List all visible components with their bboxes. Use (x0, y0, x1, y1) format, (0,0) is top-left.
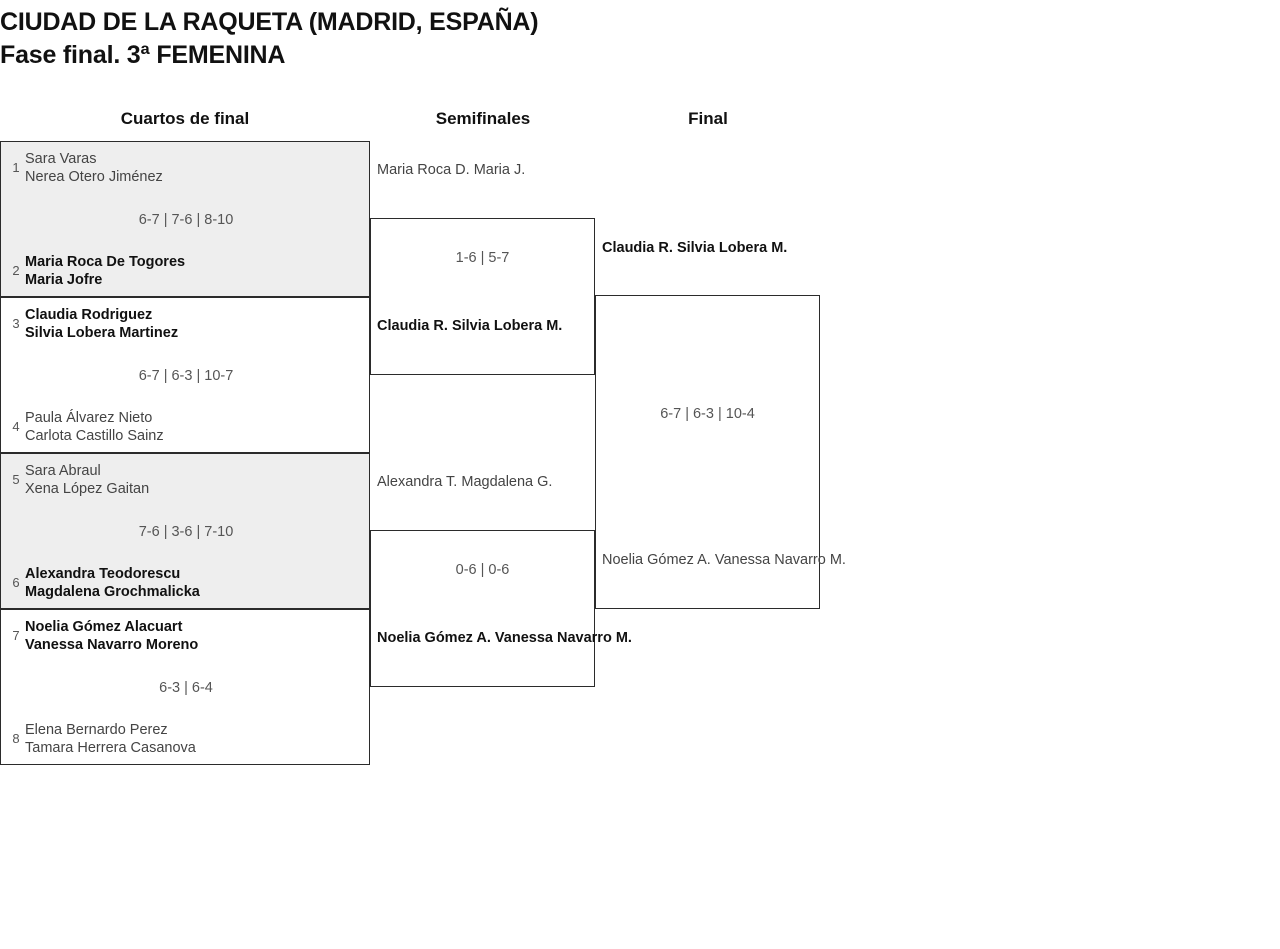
qf2-team-top[interactable]: 3 Claudia Rodriguez Silvia Lobera Martin… (1, 306, 371, 342)
qf2-top-player1: Claudia Rodriguez (25, 307, 153, 323)
qf3-top-player2: Xena López Gaitan (25, 481, 150, 497)
qf4-team-bottom[interactable]: 8 Elena Bernardo Perez Tamara Herrera Ca… (1, 721, 371, 757)
match-quarterfinal-2[interactable]: 3 Claudia Rodriguez Silvia Lobera Martin… (0, 297, 370, 453)
qf2-seed-top: 3 (12, 316, 20, 331)
qf4-top-player1: Noelia Gómez Alacuart (25, 619, 183, 635)
final-team-bottom[interactable]: Noelia Gómez A. Vanessa Navarro M. (602, 551, 846, 569)
qf2-team-bottom[interactable]: 4 Paula Álvarez Nieto Carlota Castillo S… (1, 409, 371, 445)
qf3-seed-top: 5 (12, 472, 20, 487)
sf1-bottom-player1: Claudia R. (377, 318, 448, 334)
tournament-phase: Fase final. 3ª FEMENINA (0, 41, 286, 69)
match-quarterfinal-1[interactable]: 1 Sara Varas Nerea Otero Jiménez 6-7 | 7… (0, 141, 370, 297)
sf1-top-player1: Maria Roca D. (377, 162, 470, 178)
qf2-score: 6-7 | 6-3 | 10-7 (138, 368, 234, 384)
sf2-top-player2: Magdalena G. (461, 474, 553, 490)
final-top-player2: Silvia Lobera M. (676, 240, 788, 256)
sf1-team-top[interactable]: Maria Roca D. Maria J. (377, 161, 607, 179)
final-bottom-player2: Vanessa Navarro M. (714, 552, 846, 568)
match-semifinal-2[interactable] (370, 530, 595, 687)
round-header-semifinals: Semifinales (435, 109, 531, 128)
qf4-score: 6-3 | 6-4 (159, 680, 213, 696)
qf2-bottom-player1: Paula Álvarez Nieto (25, 410, 153, 426)
sf2-bottom-player2: Vanessa Navarro M. (494, 630, 632, 646)
tournament-name: CIUDAD DE LA RAQUETA (MADRID, ESPAÑA) (0, 8, 539, 36)
qf2-seed-bottom: 4 (12, 419, 20, 434)
qf1-seed-bottom: 2 (12, 263, 20, 278)
final-team-top[interactable]: Claudia R. Silvia Lobera M. (602, 239, 842, 257)
match-final[interactable] (595, 295, 820, 609)
qf4-seed-bottom: 8 (12, 731, 20, 746)
qf3-bottom-player2: Magdalena Grochmalicka (25, 584, 200, 600)
qf1-score: 6-7 | 7-6 | 8-10 (138, 212, 234, 228)
qf2-bottom-player2: Carlota Castillo Sainz (25, 428, 164, 444)
qf1-team-top[interactable]: 1 Sara Varas Nerea Otero Jiménez (1, 150, 371, 186)
final-score: 6-7 | 6-3 | 10-4 (660, 406, 755, 422)
sf2-team-bottom[interactable]: Noelia Gómez A. Vanessa Navarro M. (377, 629, 632, 647)
match-quarterfinal-4[interactable]: 7 Noelia Gómez Alacuart Vanessa Navarro … (0, 609, 370, 765)
sf2-score: 0-6 | 0-6 (455, 562, 510, 578)
match-semifinal-1[interactable] (370, 218, 595, 375)
round-header-quarterfinals: Cuartos de final (120, 109, 250, 128)
qf4-bottom-player1: Elena Bernardo Perez (25, 722, 168, 738)
sf1-top-player2: Maria J. (473, 162, 526, 178)
sf1-team-bottom[interactable]: Claudia R. Silvia Lobera M. (377, 317, 607, 335)
sf2-team-top[interactable]: Alexandra T. Magdalena G. (377, 473, 607, 491)
qf1-team-bottom[interactable]: 2 Maria Roca De Togores Maria Jofre (1, 253, 371, 289)
final-top-player1: Claudia R. (602, 240, 673, 256)
sf1-bottom-player2: Silvia Lobera M. (451, 318, 563, 334)
qf1-bottom-player1: Maria Roca De Togores (25, 254, 186, 270)
qf3-seed-bottom: 6 (12, 575, 20, 590)
page-title: CIUDAD DE LA RAQUETA (MADRID, ESPAÑA) Fa… (0, 6, 1100, 72)
qf1-bottom-player2: Maria Jofre (25, 272, 103, 288)
sf2-top-player1: Alexandra T. (377, 474, 458, 490)
qf1-top-player1: Sara Varas (25, 151, 97, 167)
qf3-team-top[interactable]: 5 Sara Abraul Xena López Gaitan (1, 462, 371, 498)
qf4-bottom-player2: Tamara Herrera Casanova (25, 740, 196, 756)
qf2-top-player2: Silvia Lobera Martinez (25, 325, 179, 341)
round-header-final: Final (688, 109, 728, 128)
final-bottom-player1: Noelia Gómez A. (602, 552, 711, 568)
qf3-score: 7-6 | 3-6 | 7-10 (138, 524, 234, 540)
qf4-team-top[interactable]: 7 Noelia Gómez Alacuart Vanessa Navarro … (1, 618, 371, 654)
qf4-seed-top: 7 (12, 628, 20, 643)
match-quarterfinal-3[interactable]: 5 Sara Abraul Xena López Gaitan 7-6 | 3-… (0, 453, 370, 609)
qf3-top-player1: Sara Abraul (25, 463, 101, 479)
sf2-bottom-player1: Noelia Gómez A. (377, 630, 491, 646)
qf4-top-player2: Vanessa Navarro Moreno (25, 637, 199, 653)
qf3-team-bottom[interactable]: 6 Alexandra Teodorescu Magdalena Grochma… (1, 565, 371, 601)
sf1-score: 1-6 | 5-7 (455, 250, 510, 266)
qf1-top-player2: Nerea Otero Jiménez (25, 169, 163, 185)
qf3-bottom-player1: Alexandra Teodorescu (25, 566, 181, 582)
qf1-seed-top: 1 (12, 160, 20, 175)
